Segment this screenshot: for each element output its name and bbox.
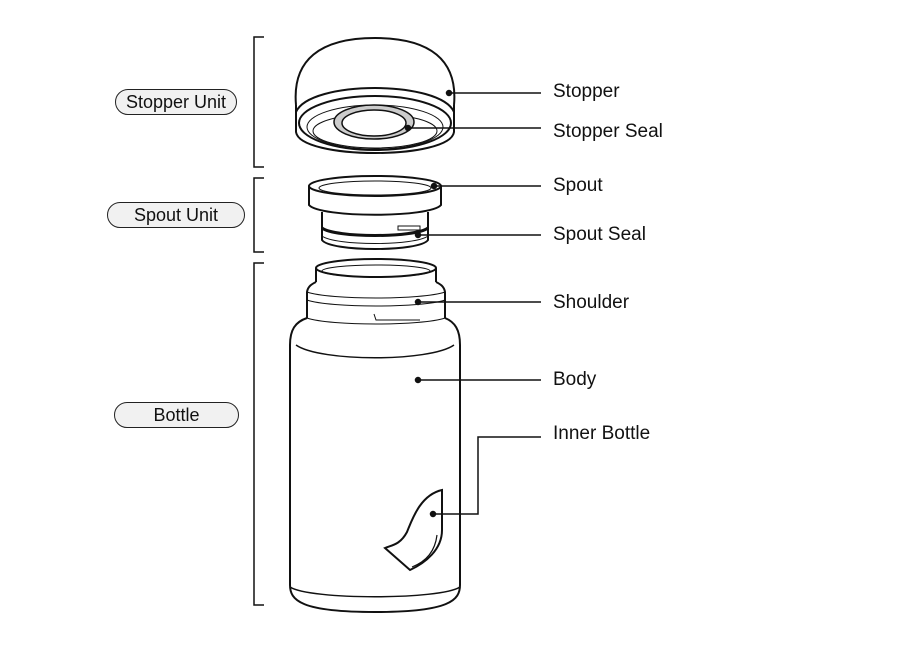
part-label-shoulder: Shoulder xyxy=(553,292,630,313)
part-label-stopper: Stopper xyxy=(553,81,620,102)
part-label-spout: Spout xyxy=(553,175,603,196)
bracket-spout-unit xyxy=(253,177,264,253)
part-label-stopper-seal: Stopper Seal xyxy=(553,121,663,142)
part-label-body: Body xyxy=(553,369,597,390)
group-label-bottle: Bottle xyxy=(114,402,239,428)
group-label-spout-unit: Spout Unit xyxy=(107,202,245,228)
bracket-stopper-unit xyxy=(253,36,264,168)
leader-lines xyxy=(404,89,541,518)
group-label-stopper-unit: Stopper Unit xyxy=(115,89,237,115)
bottle-illustration xyxy=(289,258,461,614)
part-label-inner-bottle: Inner Bottle xyxy=(553,423,651,444)
bracket-bottle xyxy=(253,262,264,606)
part-label-spout-seal: Spout Seal xyxy=(553,224,646,245)
stopper-illustration xyxy=(294,36,456,154)
spout-illustration xyxy=(308,175,442,250)
